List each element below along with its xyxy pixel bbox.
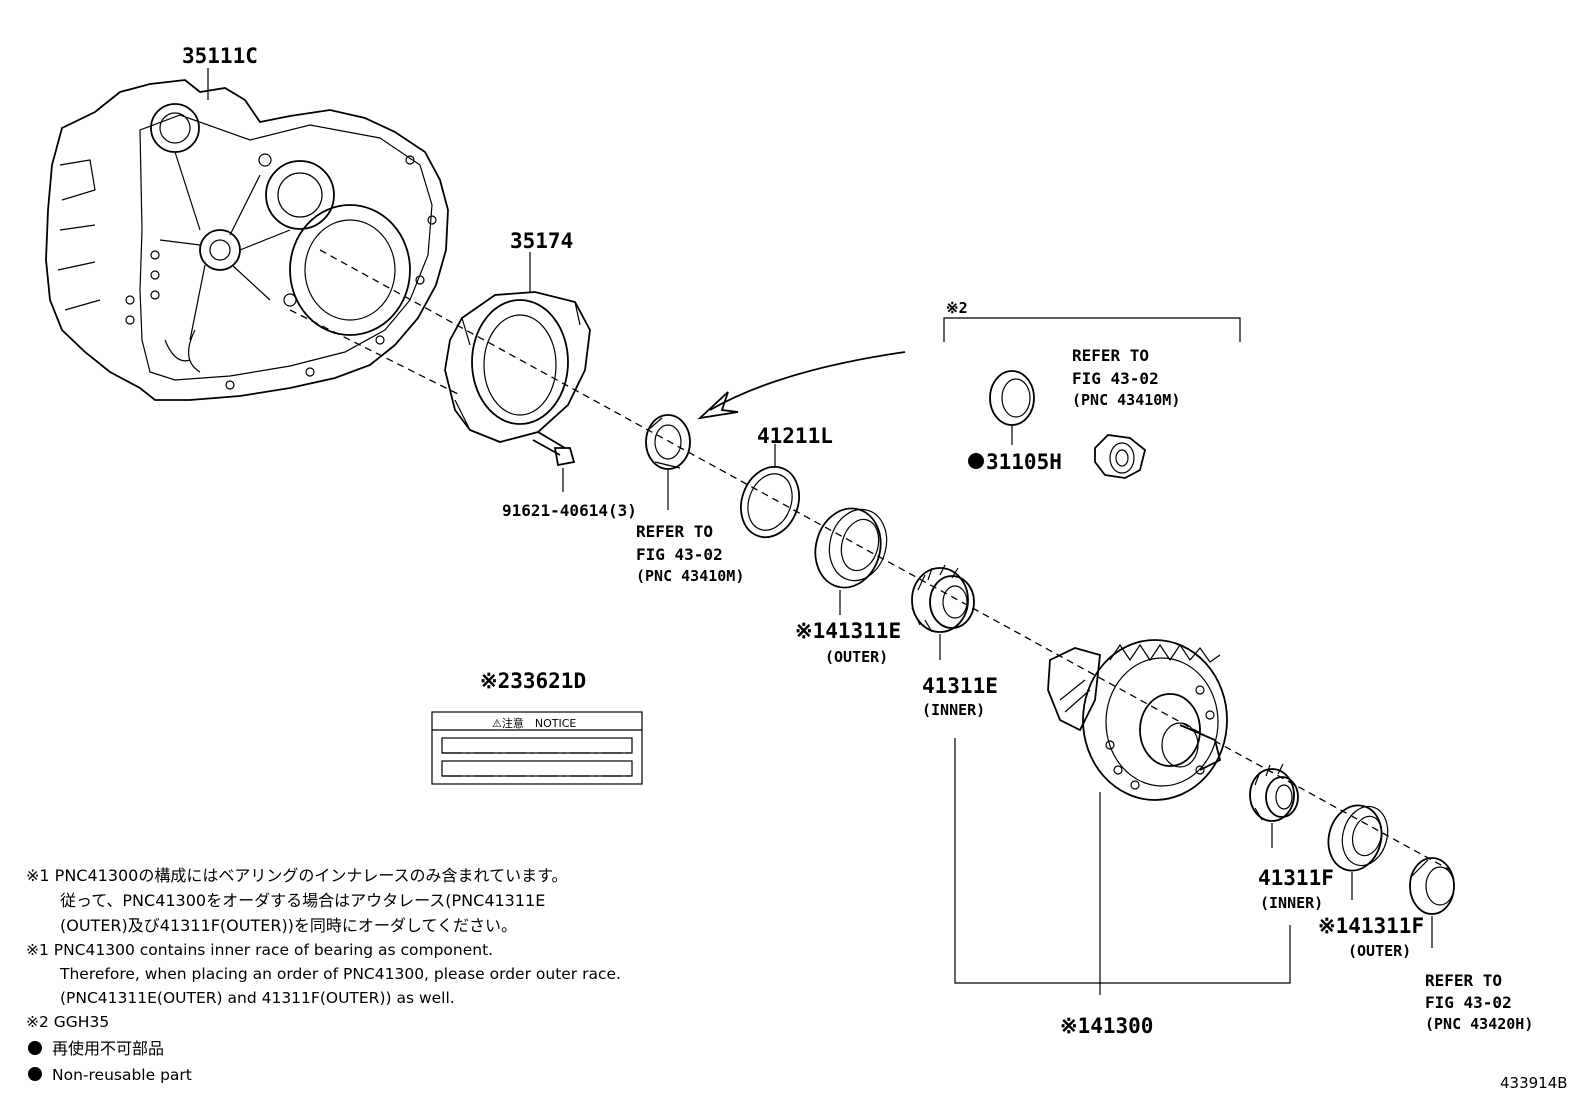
bolt-91621 xyxy=(532,431,576,467)
non-reusable-marker-icon xyxy=(968,453,984,469)
refer-3-line1: REFER TO xyxy=(1425,971,1502,990)
note-jp-1-line3: (OUTER)及び41311F(OUTER))を同時にオーダしてください。 xyxy=(60,916,517,935)
refer-2-line1: REFER TO xyxy=(1072,346,1149,365)
label-41311e-outer: ※141311E xyxy=(795,619,901,643)
label-41311f-inner: 41311F xyxy=(1258,866,1334,890)
group-bracket-41300 xyxy=(954,738,1291,984)
label-41311e-inner: 41311E xyxy=(922,674,998,698)
bearing-refer-2 xyxy=(1094,434,1147,479)
refer-1-line3: (PNC 43410M) xyxy=(636,567,744,585)
bearing-retainer-35174 xyxy=(444,291,591,443)
oil-seal-right xyxy=(1409,857,1455,915)
transaxle-housing xyxy=(45,79,449,401)
assembly-axis xyxy=(319,249,1451,871)
figure-id: 433914B xyxy=(1500,1074,1568,1092)
bullet-jp-text: 再使用不可部品 xyxy=(52,1039,164,1058)
refer-1-line2: FIG 43-02 xyxy=(636,545,723,564)
label-inner-2: (INNER) xyxy=(1260,894,1323,912)
refer-3-line3: (PNC 43420H) xyxy=(1425,1015,1533,1033)
label-35174: 35174 xyxy=(510,229,573,253)
refer-2-line2: FIG 43-02 xyxy=(1072,369,1159,388)
notice-label-text: ⚠注意 NOTICE xyxy=(492,716,576,730)
label-91621: 91621-40614(3) xyxy=(502,501,637,520)
note-jp-1-line1: ※1 PNC41300の構成にはベアリングのインナレースのみ含まれています。 xyxy=(26,866,567,885)
label-inner-1: (INNER) xyxy=(922,701,985,719)
seal-31105h xyxy=(989,370,1035,426)
bullet-jp-icon xyxy=(28,1041,42,1055)
refer-1-line1: REFER TO xyxy=(636,522,713,541)
notice-label-33621d xyxy=(431,711,643,785)
label-35111c: 35111C xyxy=(182,44,258,68)
shim-41211l xyxy=(740,465,800,539)
note-2: ※2 GGH35 xyxy=(26,1013,109,1031)
refer-2-line3: (PNC 43410M) xyxy=(1072,391,1180,409)
inner-bearing-41311f xyxy=(1249,763,1299,822)
label-outer-1: (OUTER) xyxy=(825,648,888,666)
assembly-axis-2 xyxy=(289,309,461,396)
label-41211l: 41211L xyxy=(757,424,833,448)
reference-arrow xyxy=(709,351,906,411)
bullet-en-text: Non-reusable part xyxy=(52,1066,192,1084)
outer-race-41311f xyxy=(1327,804,1389,872)
note-en-1-line3: (PNC41311E(OUTER) and 41311F(OUTER)) as … xyxy=(60,989,455,1007)
note-en-1-line1: ※1 PNC41300 contains inner race of beari… xyxy=(26,941,493,959)
label-41311f-outer: ※141311F xyxy=(1318,914,1424,938)
bullet-en-icon xyxy=(28,1067,42,1081)
kome2-bracket xyxy=(943,317,1241,342)
label-31105h: 31105H xyxy=(986,450,1062,474)
note-jp-1-line2: 従って、PNC41300をオーダする場合はアウタレース(PNC41311E xyxy=(60,891,545,910)
outer-race-41311e xyxy=(814,507,888,589)
inner-bearing-41311e xyxy=(911,564,975,633)
oil-seal-left xyxy=(645,414,691,470)
label-33621d: ※233621D xyxy=(480,669,586,693)
note-en-1-line2: Therefore, when placing an order of PNC4… xyxy=(59,965,621,983)
refer-3-line2: FIG 43-02 xyxy=(1425,993,1512,1012)
arrow-head xyxy=(697,391,739,420)
label-kome2-top: ※2 xyxy=(946,299,968,317)
differential-41300 xyxy=(1047,639,1228,801)
label-outer-2: (OUTER) xyxy=(1348,942,1411,960)
label-41300: ※141300 xyxy=(1060,1014,1153,1038)
